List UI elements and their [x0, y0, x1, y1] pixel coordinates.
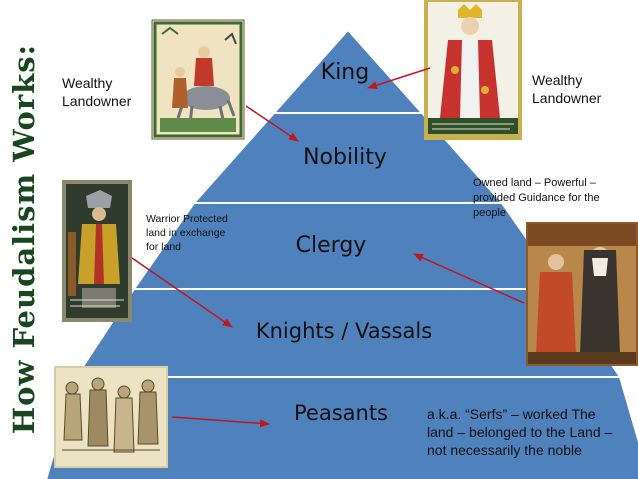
arrow-to-nobility [245, 105, 299, 142]
annotation-peasants: a.k.a. “Serfs” – worked The land – belon… [427, 406, 613, 458]
arrow-to-peasants [171, 416, 270, 428]
arrows [131, 67, 525, 428]
arrow-to-knights [131, 257, 233, 328]
king-portrait-icon [424, 0, 522, 140]
peasants-scene-icon [54, 366, 168, 468]
level-label-knights: Knights / Vassals [256, 319, 432, 343]
clergy-portrait-icon [526, 222, 638, 366]
annotation-clergy: Owned land – Powerful – provided Guidanc… [473, 177, 600, 219]
annotation-king: Wealthy Landowner [532, 72, 602, 106]
level-label-clergy: Clergy [296, 233, 367, 258]
level-label-king: King [321, 60, 369, 85]
level-label-peasants: Peasants [294, 401, 388, 425]
nobleman-on-horse-icon [151, 19, 245, 140]
arrow-to-king [367, 67, 431, 90]
arrow-to-clergy [413, 253, 525, 304]
annotation-nobility: Wealthy Landowner [62, 75, 132, 109]
annotation-knights: Warrior Protected land in exchange for l… [146, 213, 228, 253]
level-label-nobility: Nobility [303, 145, 387, 170]
pyramid: King Nobility Clergy Knights / Vassals P… [45, 28, 638, 479]
knight-portrait-icon [62, 180, 132, 322]
